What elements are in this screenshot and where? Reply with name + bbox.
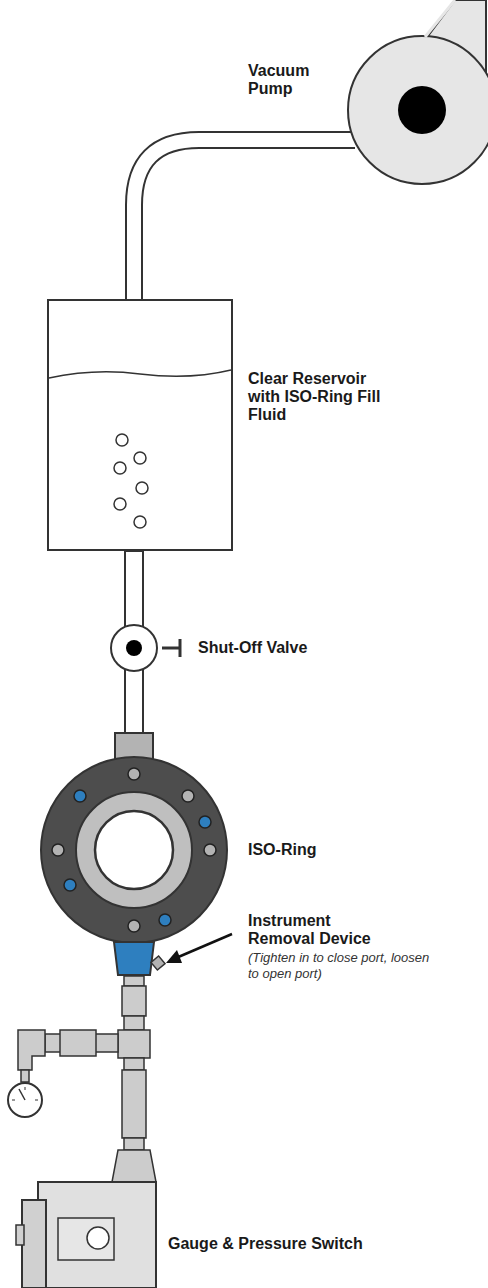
part-label: Gauge & Pressure Switch [168, 1235, 468, 1253]
part-label: Clear Reservoir with ISO-Ring Fill Fluid [248, 370, 390, 424]
switch-cover [22, 1200, 46, 1288]
pump-body [348, 36, 488, 184]
pressure-gauge [8, 1083, 42, 1117]
switch-housing [38, 1182, 156, 1288]
pump-rotor [398, 86, 446, 134]
switch-latch [16, 1225, 24, 1245]
fittings [18, 976, 156, 1182]
removal-screw [151, 956, 165, 970]
bubbles [114, 434, 148, 528]
note-text: (Tighten in to close port, loosen to ope… [248, 950, 433, 982]
vacuum-pipe [134, 140, 357, 302]
part-label: Shut-Off Valve [198, 639, 398, 657]
leader-line [176, 934, 232, 958]
part-label: Instrument Removal Device [248, 912, 398, 948]
iso-ring-bore [95, 811, 173, 889]
bolt-holes [52, 768, 216, 932]
reservoir [48, 300, 232, 550]
fill-pipe [125, 551, 143, 741]
pump-joint [425, 0, 455, 37]
valve-stem [126, 640, 142, 656]
iso-ring-outer [41, 757, 227, 943]
gauge-needle [19, 1089, 25, 1100]
part-label: ISO-Ring [248, 841, 448, 859]
valve-handle-tip [179, 639, 182, 657]
vacuum-pipe-outline [134, 140, 355, 300]
valve-handle [162, 647, 180, 650]
gauge-ticks [12, 1087, 38, 1100]
valve-body [111, 625, 157, 671]
switch-dial [87, 1227, 109, 1249]
removal-device [114, 942, 154, 975]
part-label: Vacuum Pump [248, 62, 338, 98]
switch-window [58, 1218, 114, 1260]
fluid-level [49, 370, 231, 378]
iso-ring-inner [76, 792, 192, 908]
leader-arrowhead [166, 950, 182, 963]
